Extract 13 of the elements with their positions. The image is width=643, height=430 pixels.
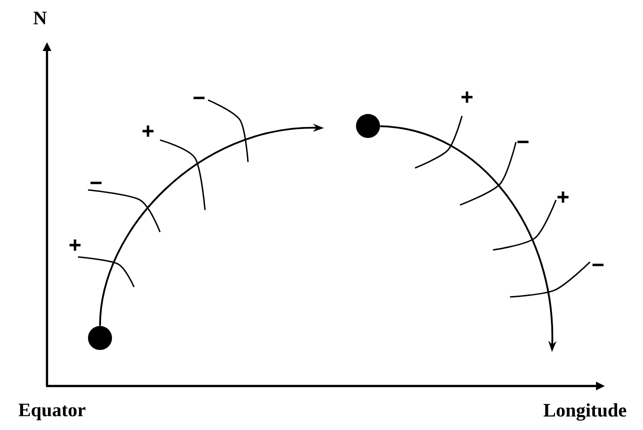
sign-label: − [517, 140, 529, 144]
dot [88, 326, 112, 350]
axis-label: Equator [18, 404, 86, 420]
sign-label: + [462, 92, 473, 103]
dot [356, 114, 380, 138]
axis-label: N [34, 12, 47, 24]
sign-label: − [194, 96, 205, 100]
sign-label: − [592, 264, 604, 266]
sign-label: − [90, 182, 102, 184]
sign-label: + [558, 192, 569, 203]
sign-label: + [70, 240, 81, 251]
axis-label: Longitude [544, 403, 626, 421]
sign-label: + [142, 126, 154, 137]
